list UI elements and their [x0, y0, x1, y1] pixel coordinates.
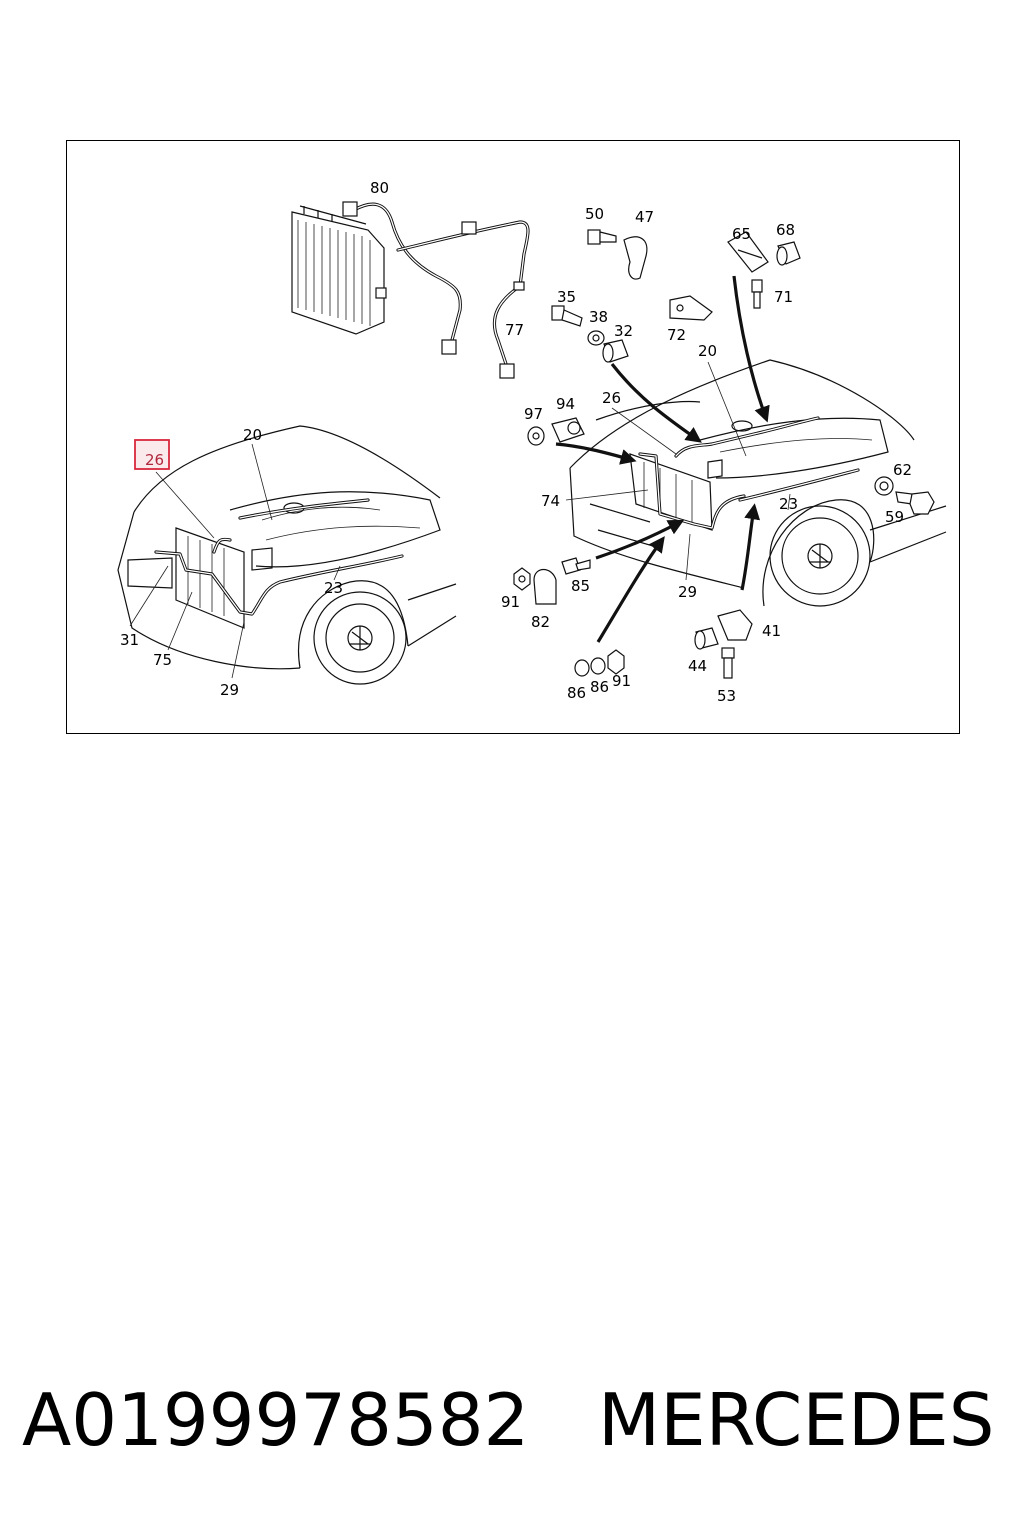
small-parts [551, 229, 801, 363]
callout-68: 68 [776, 221, 795, 239]
callout-26-right: 26 [602, 389, 621, 407]
part-number: A0199978582 [22, 1378, 530, 1462]
radiator-assembly [291, 201, 530, 379]
callout-32: 32 [614, 322, 633, 340]
highlight-box [134, 439, 170, 470]
callout-41: 41 [762, 622, 781, 640]
callout-59: 59 [885, 508, 904, 526]
callout-53: 53 [717, 687, 736, 705]
callout-35: 35 [557, 288, 576, 306]
brand-name: MERCEDES [598, 1378, 995, 1462]
callout-71: 71 [774, 288, 793, 306]
callout-47: 47 [635, 208, 654, 226]
callout-29-left: 29 [220, 681, 239, 699]
callout-97: 97 [524, 405, 543, 423]
callout-29-right: 29 [678, 583, 697, 601]
caption-row: A0199978582 MERCEDES [0, 1370, 1024, 1470]
callout-74: 74 [541, 492, 560, 510]
callout-85: 85 [571, 577, 590, 595]
callout-38: 38 [589, 308, 608, 326]
car-right-view [513, 275, 947, 679]
parts-diagram: 26 80 77 50 47 65 68 71 35 38 32 72 20 2… [117, 179, 947, 705]
callout-94: 94 [556, 395, 575, 413]
callout-62: 62 [893, 461, 912, 479]
callout-20-left: 20 [243, 426, 262, 444]
callout-86-a: 86 [567, 684, 586, 702]
callout-20-right: 20 [698, 342, 717, 360]
callout-72: 72 [667, 326, 686, 344]
callout-91-a: 91 [501, 593, 520, 611]
callout-86-b: 86 [590, 678, 609, 696]
callout-77: 77 [505, 321, 524, 339]
callout-50: 50 [585, 205, 604, 223]
callout-23-left: 23 [324, 579, 343, 597]
callout-44: 44 [688, 657, 707, 675]
callout-65: 65 [732, 225, 751, 243]
callout-31: 31 [120, 631, 139, 649]
callout-26-highlighted[interactable]: 26 [145, 451, 164, 469]
diagram-frame [66, 140, 960, 734]
callout-23-right: 23 [779, 495, 798, 513]
callout-80: 80 [370, 179, 389, 197]
callout-91-b: 91 [612, 672, 631, 690]
callout-82: 82 [531, 613, 550, 631]
callout-75: 75 [153, 651, 172, 669]
car-left-view [117, 425, 457, 685]
